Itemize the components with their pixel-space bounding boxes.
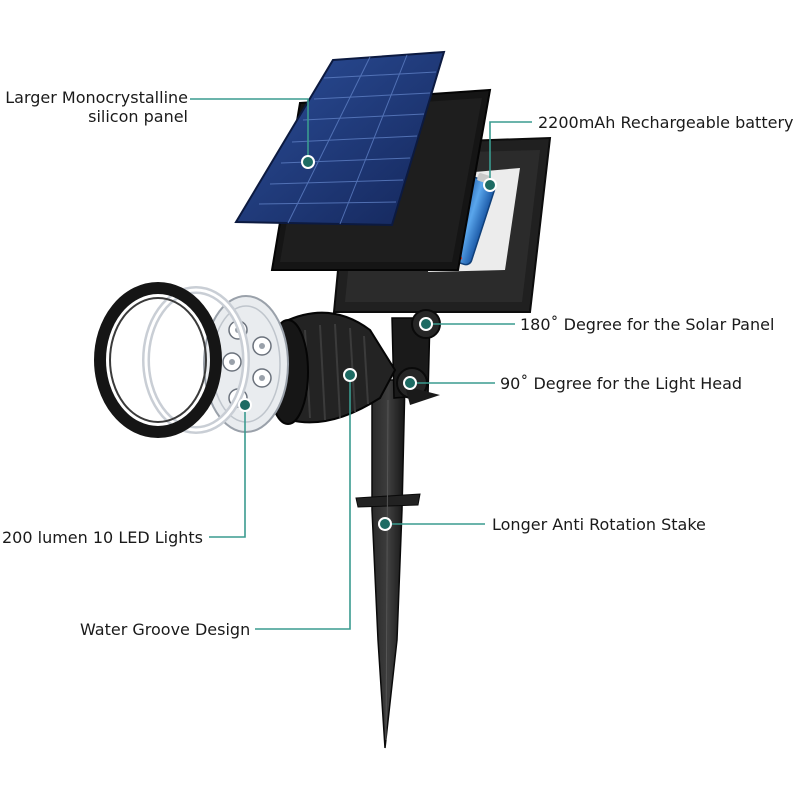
battery-label: 2200mAh Rechargeable battery	[538, 113, 794, 132]
callout-dots	[238, 155, 497, 531]
head-angle-label: 90˚ Degree for the Light Head	[500, 374, 743, 393]
solar-panel	[234, 50, 446, 227]
bezel-ring	[94, 282, 222, 438]
callout-lines	[190, 98, 532, 630]
solar-angle-label: 180˚ Degree for the Solar Panel	[520, 315, 775, 334]
led-label: 200 lumen 10 LED Lights	[2, 528, 204, 547]
lens-ring	[142, 286, 250, 434]
stake-label: Longer Anti Rotation Stake	[492, 515, 706, 534]
groove-label: Water Groove Design	[80, 620, 251, 639]
panel-label-line1: Larger Monocrystalline	[5, 88, 188, 107]
ground-stake	[355, 379, 421, 749]
panel-label-line2: silicon panel	[88, 107, 188, 126]
